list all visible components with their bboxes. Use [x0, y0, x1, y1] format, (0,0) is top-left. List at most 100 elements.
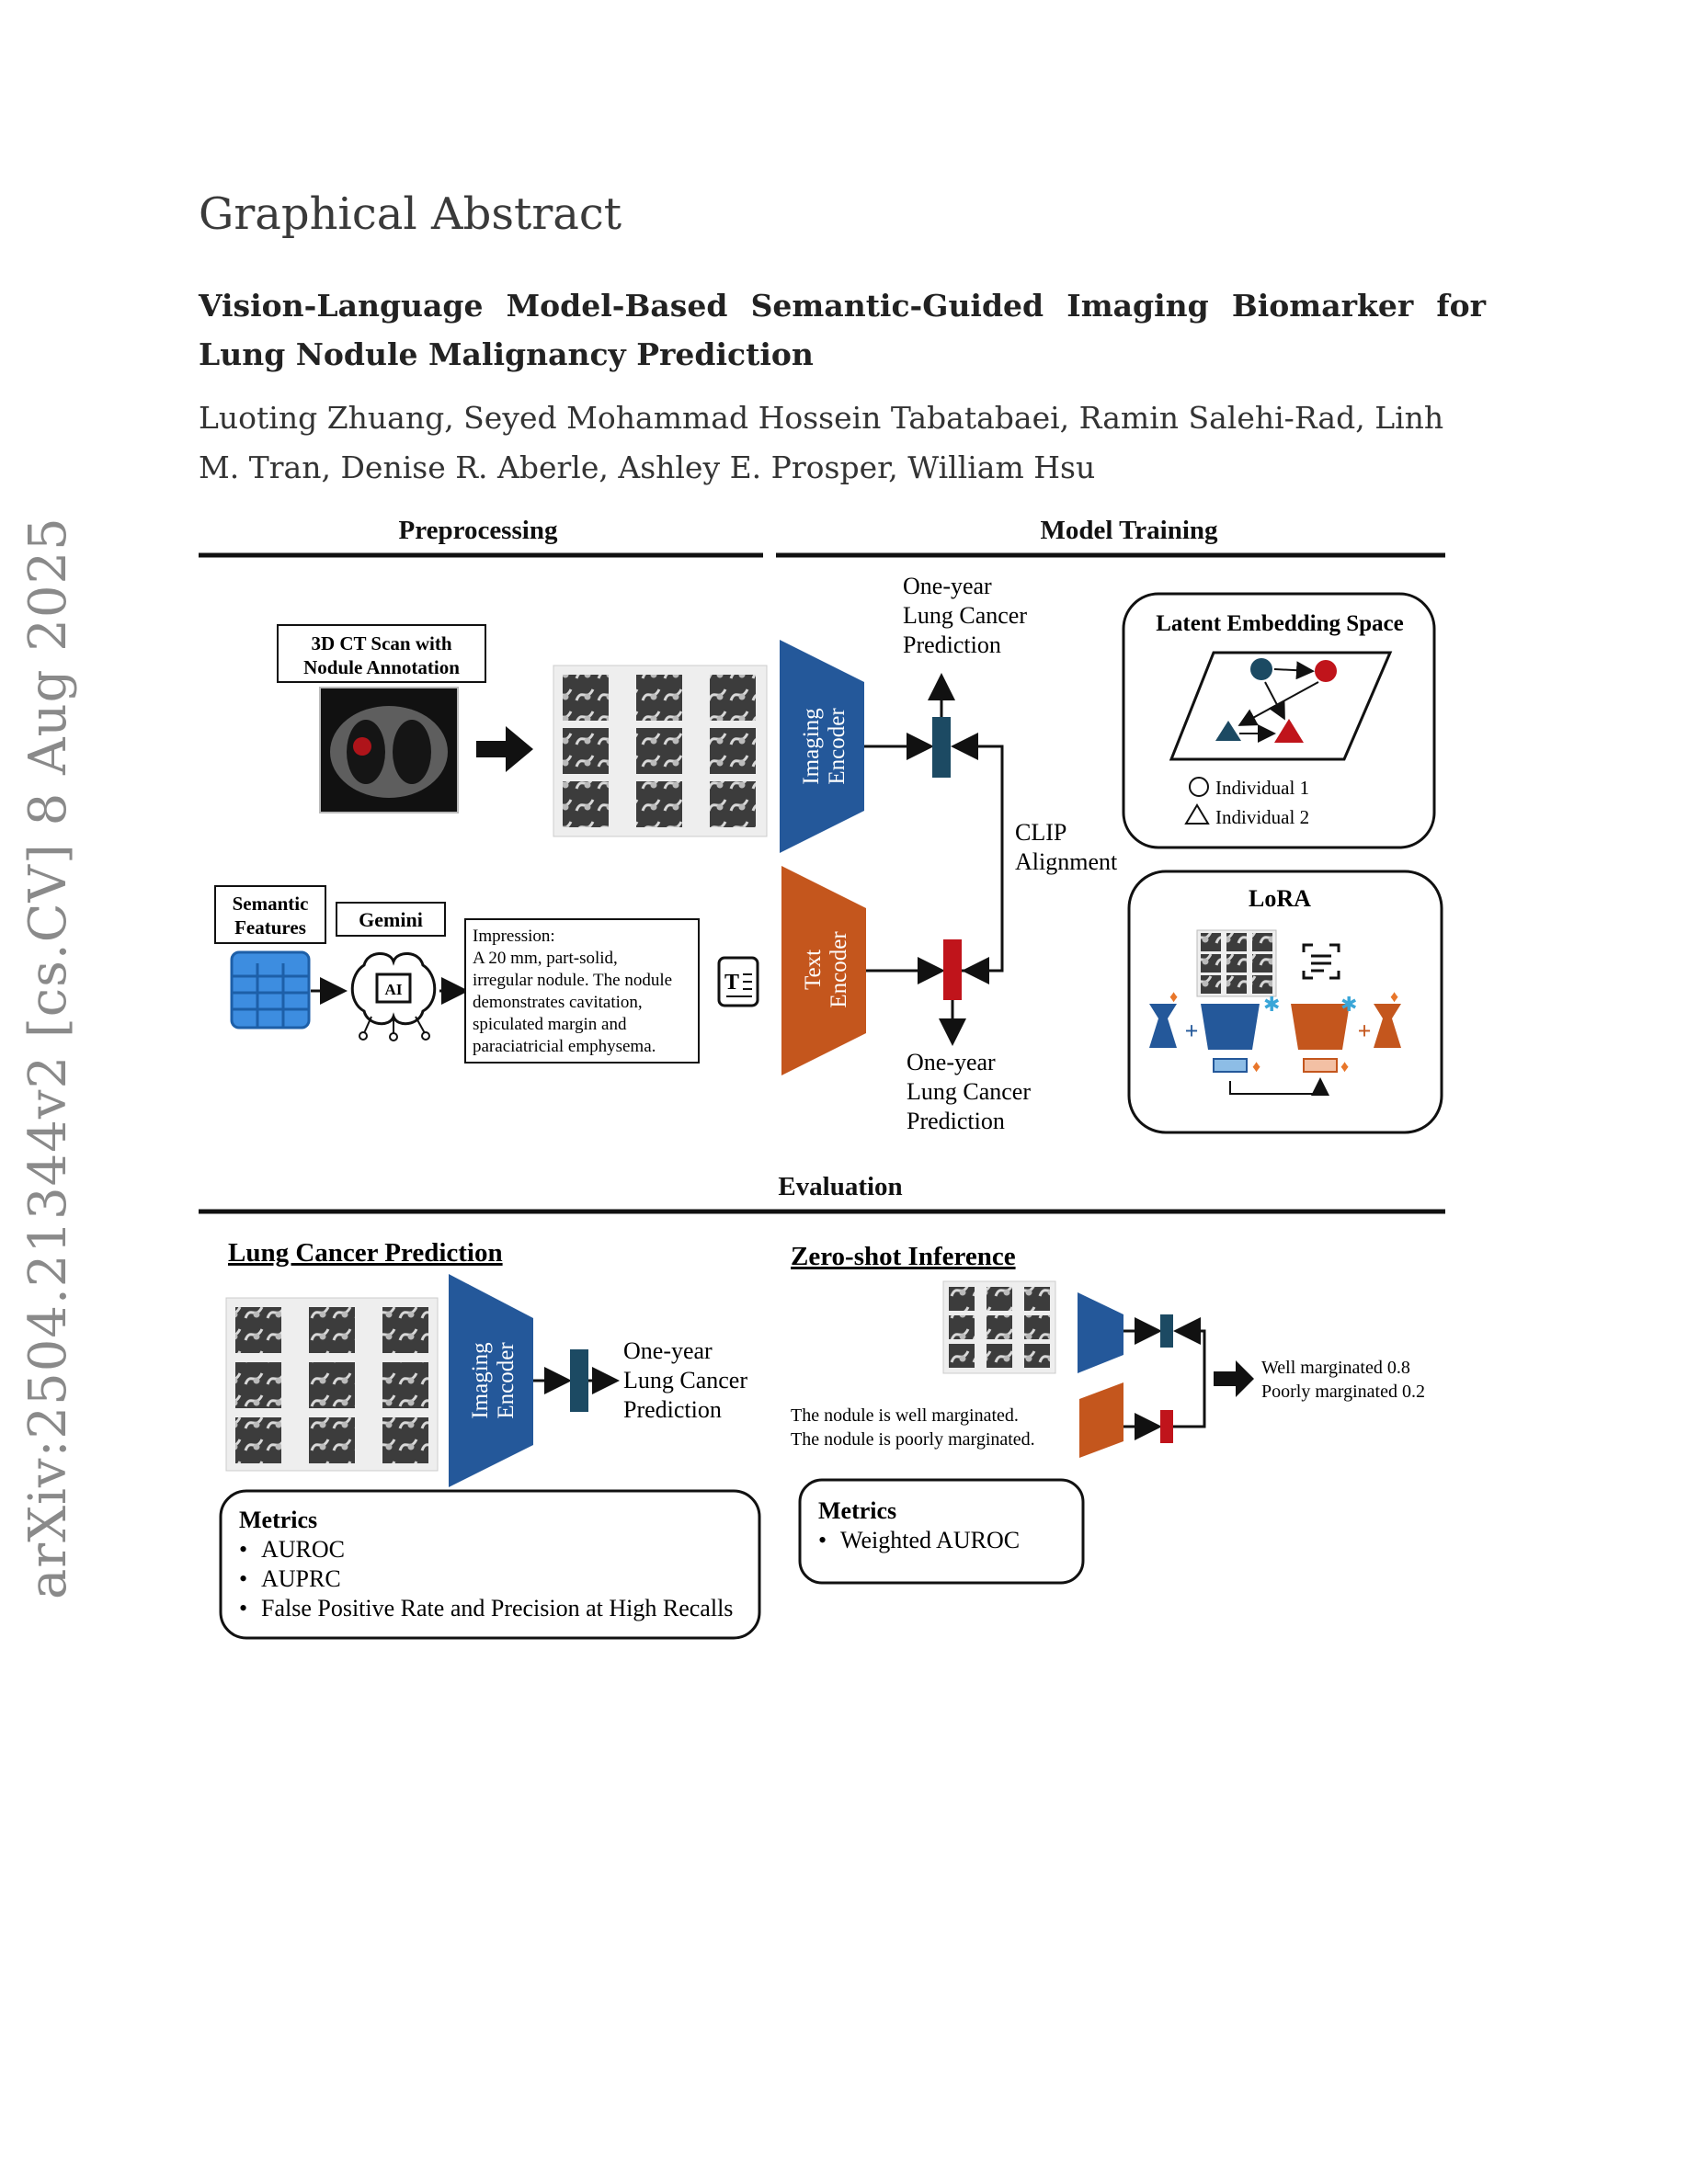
impression-text: Impression: A 20 mm, part-solid, irregul…: [473, 927, 672, 1056]
text-document-icon: T: [717, 956, 759, 1007]
lora-adapter-text: [1374, 1004, 1401, 1048]
fire-icon: ♦: [1252, 1057, 1260, 1075]
eval-embedding-token: [570, 1349, 588, 1412]
metrics-panel-right: [798, 1478, 1085, 1585]
impression-line: irregular nodule. The nodule: [473, 971, 672, 990]
metric-item: Weighted AUROC: [840, 1527, 1020, 1553]
fire-icon: ♦: [1390, 987, 1398, 1006]
eval-encoder-label-2: Encoder: [494, 1342, 519, 1419]
plus-icon: +: [1358, 1018, 1372, 1044]
individual2-text-embedding: [1274, 719, 1304, 743]
fire-icon: ♦: [1169, 987, 1178, 1006]
legend-individual-2: Individual 2: [1215, 806, 1309, 828]
lcp-title: Lung Cancer Prediction: [228, 1238, 503, 1268]
imaging-encoder-label-1: Imaging: [799, 708, 824, 785]
table-icon: [230, 950, 311, 1029]
impression-line: paraciatricial emphysema.: [473, 1037, 656, 1056]
text-encoder-label-2: Encoder: [827, 931, 851, 1008]
individual1-image-embedding: [1250, 658, 1272, 680]
impression-line: demonstrates cavitation,: [473, 993, 643, 1012]
zs-image-token: [1160, 1314, 1173, 1348]
triangle-legend-icon: [1184, 803, 1210, 825]
impression-line: A 20 mm, part-solid,: [473, 949, 618, 968]
text-encoder: [781, 866, 866, 1075]
ai-chip-label: AI: [385, 981, 403, 998]
zero-shot-title: Zero-shot Inference: [791, 1242, 1016, 1271]
gemini-label: Gemini: [359, 908, 423, 931]
imaging-encoder: [780, 640, 864, 853]
section-evaluation: Evaluation: [778, 1172, 902, 1201]
text-encoder-label-1: Text: [801, 950, 826, 990]
eval-encoder-label-1: Imaging: [468, 1342, 493, 1419]
paper-title: Vision-Language Model-Based Semantic-Gui…: [199, 288, 1486, 372]
lora-adapter-image: [1149, 1004, 1177, 1048]
prediction-bottom-line: Prediction: [907, 1108, 1005, 1134]
circle-legend-icon: [1189, 777, 1209, 797]
section-model-training: Model Training: [1040, 516, 1218, 545]
block-arrow-icon: [1214, 1360, 1254, 1397]
ct-label-line2: Nodule Annotation: [303, 656, 460, 678]
zs-result: Poorly marginated 0.2: [1261, 1382, 1425, 1402]
text-icon-glyph: T: [724, 971, 739, 995]
author-list: Luoting Zhuang, Seyed Mohammad Hossein T…: [199, 400, 1444, 485]
text-scan-icon: [1302, 943, 1340, 980]
metric-item: AUPRC: [261, 1565, 341, 1592]
eval-prediction-line: One-year: [623, 1337, 713, 1364]
bullet: •: [239, 1595, 247, 1621]
zs-result: Well marginated 0.8: [1261, 1358, 1410, 1378]
nodule-patch-grid: [553, 665, 768, 837]
semantic-label-line1: Semantic: [233, 893, 309, 915]
image-embedding-token: [932, 717, 951, 778]
lora-patch-grid: [1196, 929, 1277, 997]
metrics-panel-left: [219, 1489, 761, 1640]
lora-title: LoRA: [1249, 885, 1311, 912]
ct-label-line1: 3D CT Scan with: [311, 632, 451, 654]
individual1-text-embedding: [1315, 660, 1337, 682]
eval-prediction-line: Lung Cancer: [623, 1367, 747, 1393]
zs-text-token: [1160, 1410, 1173, 1443]
metrics-title-left: Metrics: [239, 1507, 317, 1533]
snowflake-icon: ✱: [1340, 993, 1357, 1016]
zs-imaging-encoder: [1078, 1292, 1123, 1373]
ai-brain-icon: AI: [350, 952, 437, 1041]
latent-space-title: Latent Embedding Space: [1156, 611, 1403, 636]
metric-item: False Positive Rate and Precision at Hig…: [261, 1595, 733, 1621]
frozen-text-encoder: [1291, 1004, 1350, 1050]
legend-individual-1: Individual 1: [1215, 777, 1309, 799]
ct-scan-image: [319, 687, 459, 813]
prediction-bottom-line: One-year: [907, 1049, 996, 1075]
prediction-top-line: Lung Cancer: [903, 602, 1027, 629]
prediction-top-line: One-year: [903, 573, 992, 599]
bullet: •: [239, 1565, 247, 1592]
eval-imaging-encoder: [449, 1274, 533, 1487]
zs-sentence: The nodule is poorly marginated.: [791, 1429, 1035, 1450]
metrics-title-right: Metrics: [818, 1497, 896, 1524]
snowflake-icon: ✱: [1263, 993, 1280, 1016]
section-preprocessing: Preprocessing: [399, 516, 558, 545]
clip-alignment-line1: CLIP: [1015, 819, 1066, 846]
lcp-patch-grid: [225, 1297, 439, 1472]
clip-alignment-line2: Alignment: [1015, 848, 1118, 875]
bullet: •: [239, 1536, 247, 1563]
eval-prediction-line: Prediction: [623, 1396, 722, 1423]
imaging-encoder-label-2: Encoder: [825, 708, 850, 785]
bullet: •: [818, 1527, 827, 1553]
metric-item: AUROC: [261, 1536, 345, 1563]
impression-line: spiculated margin and: [473, 1015, 627, 1034]
lora-image-token: [1213, 1058, 1248, 1073]
impression-line: Impression:: [473, 927, 555, 946]
prediction-top-line: Prediction: [903, 631, 1001, 658]
fire-icon: ♦: [1340, 1057, 1349, 1075]
zs-sentence: The nodule is well marginated.: [791, 1405, 1019, 1426]
lora-text-token: [1303, 1058, 1338, 1073]
semantic-label-line2: Features: [234, 916, 306, 938]
individual2-image-embedding: [1215, 721, 1241, 741]
zs-patch-grid: [942, 1280, 1056, 1374]
graphical-abstract-label: Graphical Abstract: [199, 188, 622, 240]
block-arrow-icon: [476, 726, 533, 772]
plus-icon: +: [1185, 1018, 1199, 1044]
prediction-bottom-line: Lung Cancer: [907, 1078, 1031, 1105]
frozen-imaging-encoder: [1201, 1004, 1260, 1050]
zs-text-encoder: [1079, 1382, 1123, 1458]
